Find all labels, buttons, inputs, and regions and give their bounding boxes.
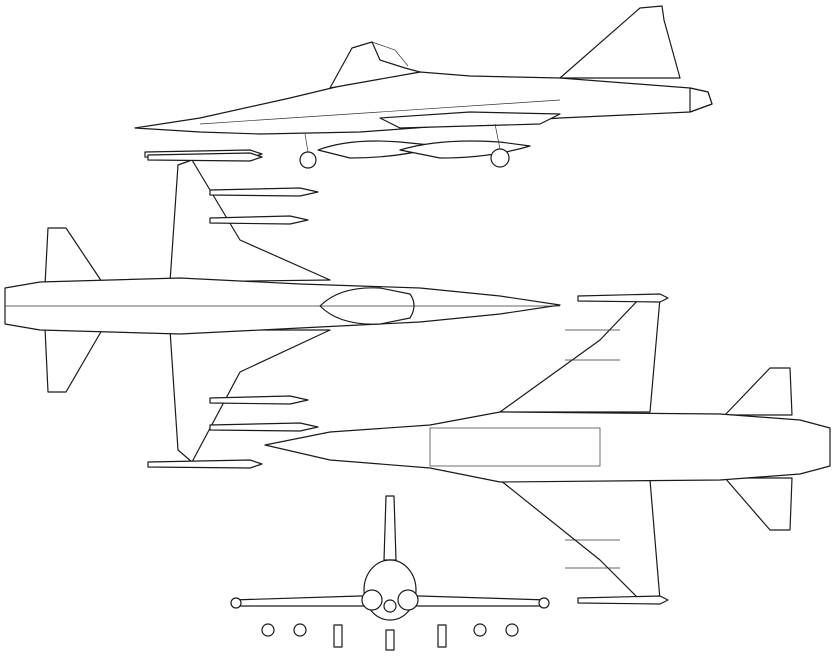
side-exhaust	[689, 87, 713, 113]
bottom-fuselage	[264, 411, 831, 483]
front-wingtip-missile-right	[538, 597, 550, 609]
side-nose-gear-strut	[304, 133, 309, 153]
front-nose	[383, 599, 397, 613]
top-pylon-store-1	[209, 187, 319, 197]
bottom-gear-bay	[429, 427, 601, 467]
front-nose-wheel	[385, 629, 395, 651]
front-store-2	[293, 623, 307, 637]
front-view	[230, 495, 550, 651]
side-tail-fin	[559, 5, 681, 79]
top-pylon-store-2	[209, 215, 309, 225]
front-intake-right	[397, 589, 419, 611]
front-store-1	[261, 623, 275, 637]
bottom-stabilizer-upper	[724, 367, 793, 416]
side-main-gear-strut	[494, 123, 501, 150]
side-panel-line	[199, 99, 561, 125]
front-main-wheel-right	[437, 624, 447, 648]
side-canopy-frame	[371, 41, 409, 67]
top-stabilizer-lower	[44, 327, 103, 393]
bottom-view	[264, 293, 831, 605]
side-canopy	[329, 41, 421, 89]
bottom-stabilizer-lower	[724, 477, 793, 531]
front-wingtip-missile-left	[230, 597, 242, 609]
front-main-wheel-left	[333, 624, 343, 648]
side-main-wheel	[490, 148, 510, 168]
side-wing	[379, 111, 561, 129]
side-nose-wheel	[299, 151, 317, 169]
top-wingtip-missile-lower	[147, 459, 263, 469]
top-wingtip-missile-upper	[147, 152, 263, 162]
front-intake-left	[361, 589, 383, 611]
top-wing-lower	[169, 329, 331, 463]
side-view	[134, 5, 713, 169]
front-store-4	[505, 623, 519, 637]
side-fuel-tank-2	[399, 140, 531, 159]
top-pylon-store-4	[209, 422, 319, 432]
front-fin	[383, 495, 397, 561]
bottom-wing-upper	[499, 297, 661, 413]
top-view	[4, 152, 561, 469]
top-pylon-store-3	[209, 395, 309, 405]
top-stabilizer-upper	[44, 227, 103, 286]
bottom-wingtip-missile-lower	[577, 595, 669, 605]
bottom-wingtip-missile-upper	[577, 293, 669, 303]
front-store-3	[473, 623, 487, 637]
